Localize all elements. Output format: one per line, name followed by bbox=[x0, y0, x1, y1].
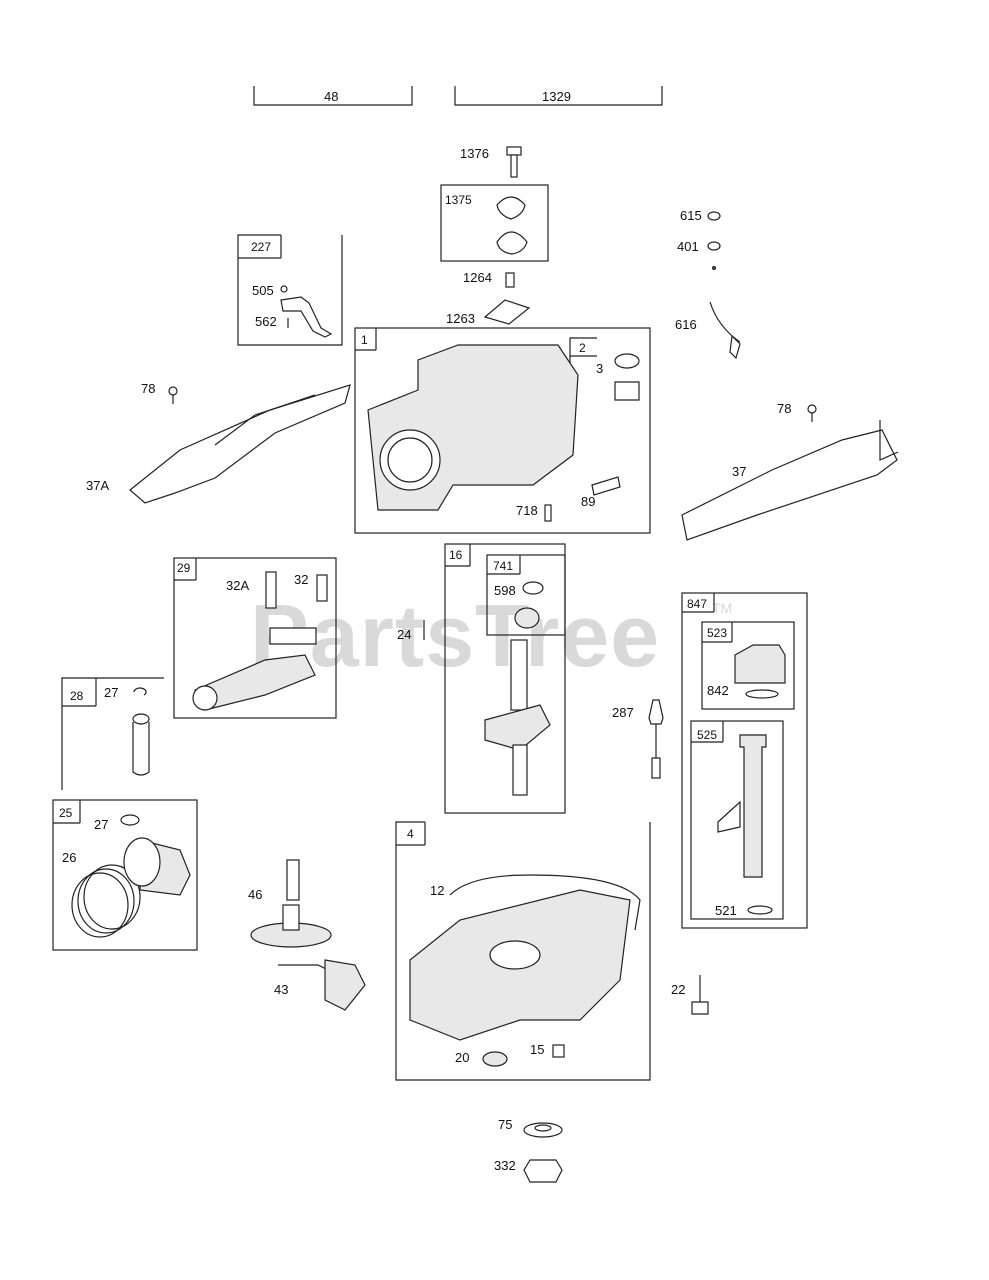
callout-label: 37A bbox=[86, 478, 110, 493]
callout-label: 1376 bbox=[460, 146, 489, 161]
callout-label: 15 bbox=[530, 1042, 545, 1057]
watermark-trademark: TM bbox=[712, 600, 733, 616]
callout-label: 27 bbox=[104, 685, 119, 700]
box-label: 28 bbox=[70, 689, 84, 703]
callout-label: 616 bbox=[675, 317, 697, 332]
callout-label: 505 bbox=[252, 283, 274, 298]
callout-label: 332 bbox=[494, 1158, 516, 1173]
callout-label: 842 bbox=[707, 683, 729, 698]
callout-label: 89 bbox=[581, 494, 596, 509]
callout-label: 287 bbox=[612, 705, 634, 720]
bracket-label: 1329 bbox=[542, 89, 571, 104]
callout-label: 32 bbox=[294, 572, 309, 587]
box-label: 1375 bbox=[445, 193, 472, 207]
callout-label: 78 bbox=[777, 401, 792, 416]
box-label: 227 bbox=[251, 240, 272, 254]
callout-label: 22 bbox=[671, 982, 686, 997]
callout-label: 27 bbox=[94, 817, 109, 832]
callout-label: 12 bbox=[430, 883, 445, 898]
box-label: 847 bbox=[687, 597, 708, 611]
callout-label: 521 bbox=[715, 903, 737, 918]
callout-label: 75 bbox=[498, 1117, 513, 1132]
callout-label: 26 bbox=[62, 850, 77, 865]
callout-label: 1263 bbox=[446, 311, 475, 326]
callout-label: 24 bbox=[397, 627, 412, 642]
box-label: 741 bbox=[493, 559, 514, 573]
box-label: 29 bbox=[177, 561, 191, 575]
callout-label: 562 bbox=[255, 314, 277, 329]
callout-label: 598 bbox=[494, 583, 516, 598]
callout-label: 43 bbox=[274, 982, 289, 997]
callout-label: 37 bbox=[732, 464, 747, 479]
watermark: PartsTree bbox=[250, 586, 661, 685]
box-label: 1 bbox=[361, 333, 368, 347]
callout-label: 46 bbox=[248, 887, 263, 902]
callout-label: 20 bbox=[455, 1050, 470, 1065]
bracket-label: 48 bbox=[324, 89, 339, 104]
callout-label: 78 bbox=[141, 381, 156, 396]
callout-label: 401 bbox=[677, 239, 699, 254]
box-label: 4 bbox=[407, 827, 414, 841]
box-label: 525 bbox=[697, 728, 718, 742]
callout-label: 718 bbox=[516, 503, 538, 518]
box-label: 16 bbox=[449, 548, 463, 562]
callout-label: 615 bbox=[680, 208, 702, 223]
box-label: 25 bbox=[59, 806, 73, 820]
box-label: 2 bbox=[579, 341, 586, 355]
callout-label: 1264 bbox=[463, 270, 492, 285]
box-label: 523 bbox=[707, 626, 728, 640]
callout-label: 32A bbox=[226, 578, 250, 593]
callout-label: 3 bbox=[596, 361, 604, 376]
